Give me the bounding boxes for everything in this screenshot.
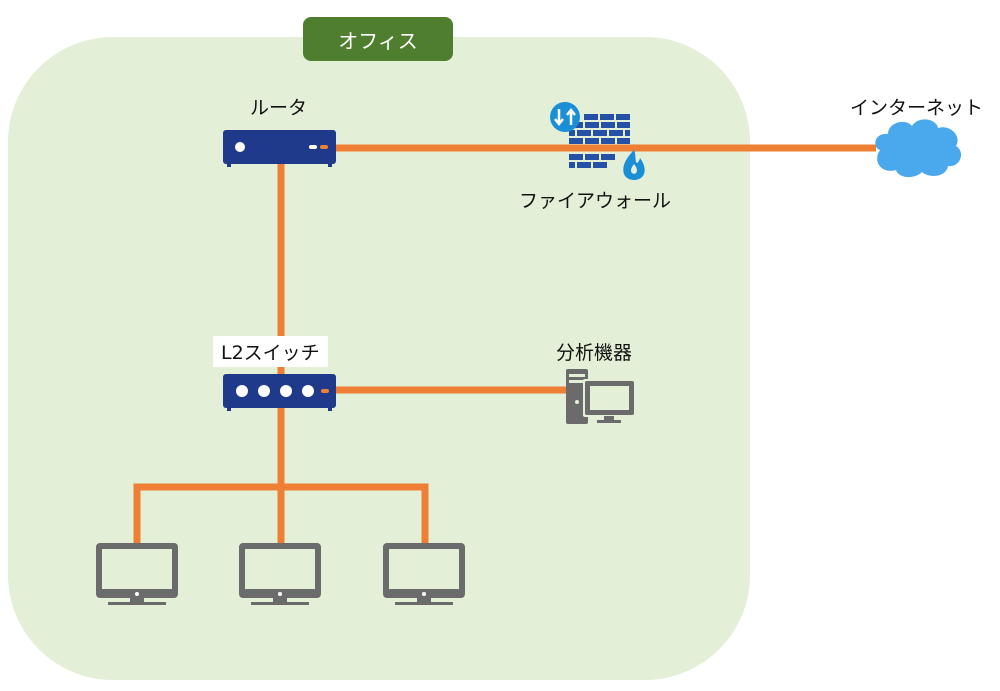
internet-label: インターネット	[850, 97, 984, 119]
firewall-icon[interactable]	[550, 102, 645, 180]
monitor-icon-2[interactable]	[239, 543, 321, 605]
router-label: ルータ	[250, 97, 308, 119]
analyzer-pc-icon[interactable]	[566, 369, 636, 424]
cloud-icon[interactable]	[875, 119, 962, 178]
office-tag: オフィス	[303, 17, 453, 61]
flame-icon	[623, 150, 645, 180]
router-icon[interactable]	[223, 130, 336, 167]
analyzer-label: 分析機器	[556, 342, 633, 364]
cable-branch	[133, 483, 429, 544]
firewall-label: ファイアウォール	[519, 190, 672, 212]
transfer-arrows-icon	[550, 102, 580, 132]
l2-switch-label: L2スイッチ	[213, 336, 328, 367]
cables	[133, 144, 876, 544]
l2-switch-icon[interactable]	[223, 374, 336, 411]
monitor-icon-3[interactable]	[383, 543, 465, 605]
monitor-icon-1[interactable]	[96, 543, 178, 605]
